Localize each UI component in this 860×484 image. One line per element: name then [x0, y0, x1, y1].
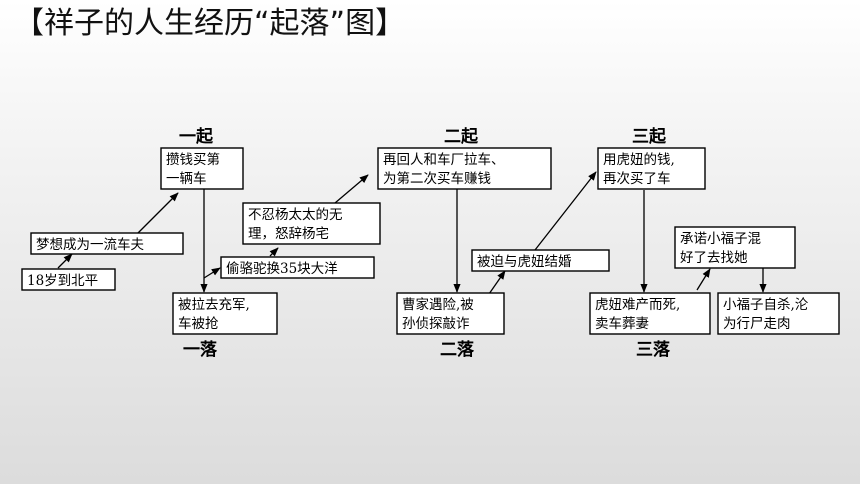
event-camels-line-1: 偷骆驼换35块大洋	[226, 260, 338, 277]
arrow-cao-to-marry	[488, 270, 506, 295]
page-title: 【祥子的人生经历“起落”图】	[14, 6, 406, 41]
event-box-camels: 偷骆驼换35块大洋	[220, 256, 375, 279]
event-dream-line-1: 梦想成为一流车夫	[36, 236, 144, 253]
event-buy3-line-1: 用虎妞的钱,	[603, 152, 675, 168]
arrow-arrive-to-dream	[57, 253, 73, 269]
event-drafted-line-2: 车被抢	[178, 315, 219, 332]
arrow-resign-to-return	[334, 174, 369, 204]
event-resign-line-2: 理，怒辞杨宅	[248, 226, 329, 242]
event-box-dream: 梦想成为一流车夫	[30, 232, 184, 255]
event-cao-line-2: 孙侦探敲诈	[402, 315, 470, 332]
event-box-cao: 曹家遇险,被 孙侦探敲诈	[396, 292, 505, 335]
stage-label-rise-2: 二起	[444, 126, 479, 147]
event-box-buy1: 攒钱买第 一辆车	[160, 147, 244, 190]
arrow-death-to-promise	[696, 268, 711, 291]
event-box-buy3: 用虎妞的钱, 再次买了车	[597, 147, 706, 190]
event-box-arrive: 18岁到北平	[21, 268, 116, 291]
event-buy1-line-2: 一辆车	[166, 170, 207, 187]
event-death-line-2: 卖车葬妻	[595, 315, 649, 332]
event-death-line-1: 虎妞难产而死,	[595, 297, 680, 313]
event-marry-line-1: 被迫与虎妞结婚	[477, 254, 572, 270]
stage-label-fall-2: 二落	[440, 340, 475, 360]
event-buy3-line-2: 再次买了车	[603, 170, 671, 187]
arrow-dream-to-buy1	[137, 192, 179, 234]
event-promise-line-1: 承诺小福子混	[680, 231, 761, 247]
stage-label-rise-1: 一起	[179, 126, 214, 147]
event-box-marry: 被迫与虎妞结婚	[471, 249, 610, 272]
event-box-fuzi: 小福子自杀,沦 为行尸走肉	[717, 292, 840, 335]
event-box-promise: 承诺小福子混 好了去找她	[674, 226, 796, 269]
stage-label-fall-3: 三落	[636, 340, 671, 360]
event-box-return: 再回人和车厂拉车、 为第二次买车赚钱	[377, 147, 552, 190]
stage-label-rise-3: 三起	[632, 126, 667, 147]
event-resign-line-1: 不忍杨太太的无	[248, 207, 343, 223]
arrow-camels-to-resign	[269, 247, 279, 257]
event-drafted-line-1: 被拉去充军,	[178, 297, 250, 313]
event-return-line-2: 为第二次买车赚钱	[383, 170, 491, 187]
event-arrive-line-1: 18岁到北平	[27, 273, 98, 289]
event-cao-line-1: 曹家遇险,被	[402, 296, 474, 313]
event-return-line-1: 再回人和车厂拉车、	[383, 151, 505, 168]
event-box-drafted: 被拉去充军, 车被抢	[172, 292, 278, 335]
event-box-death: 虎妞难产而死, 卖车葬妻	[589, 292, 711, 335]
event-buy1-line-1: 攒钱买第	[166, 151, 220, 168]
arrow-marry-to-buy3	[534, 171, 597, 251]
arrow-drafted-to-camels	[203, 267, 221, 279]
event-promise-line-2: 好了去找她	[680, 250, 748, 266]
event-box-resign: 不忍杨太太的无 理，怒辞杨宅	[242, 202, 381, 245]
event-fuzi-line-1: 小福子自杀,沦	[723, 297, 809, 313]
stage-label-fall-1: 一落	[183, 340, 218, 360]
event-fuzi-line-2: 为行尸走肉	[723, 316, 791, 332]
